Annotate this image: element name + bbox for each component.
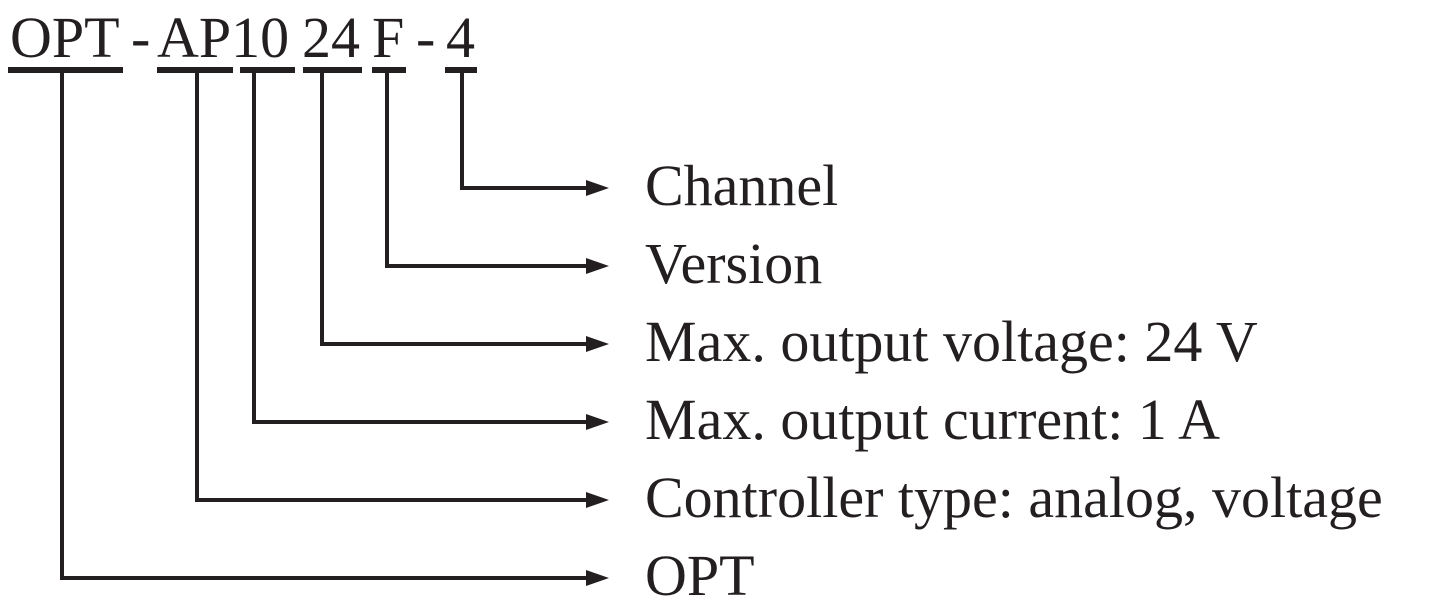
connector-vline-type [195,73,199,502]
arrowhead-icon [586,180,609,196]
connector-hline-current [252,420,588,424]
code-segment-channel: 4 [446,5,475,70]
code-separator: - [131,5,151,70]
connector-vline-voltage [320,73,324,346]
legend-label-current: Max. output current: 1 A [645,387,1221,452]
connector-vline-version [385,73,389,268]
code-underline-type [157,67,233,73]
code-underline-voltage [303,67,362,73]
code-segment-voltage: 24 [302,5,360,70]
arrowhead-icon [586,258,609,274]
legend-label-type: Controller type: analog, voltage [645,465,1383,530]
connector-hline-voltage [320,342,588,346]
legend-label-channel: Channel [645,153,839,218]
code-segment-type: AP10 [157,5,290,70]
code-segment-opt: OPT [10,5,120,70]
legend-label-opt: OPT [645,543,755,608]
legend-label-voltage: Max. output voltage: 24 V [645,309,1258,374]
arrowhead-icon [586,492,609,508]
arrowhead-icon [586,336,609,352]
code-underline-channel [445,67,477,73]
connector-hline-version [385,264,588,268]
connector-vline-current [252,73,256,424]
legend-label-version: Version [645,231,823,296]
connector-hline-opt [60,576,588,580]
code-underline-version [372,67,406,73]
code-segment-version: F [372,5,405,70]
arrowhead-icon [586,414,609,430]
connector-hline-channel [460,186,588,190]
connector-vline-channel [460,73,464,190]
code-underline-current [240,67,295,73]
code-separator: - [416,5,436,70]
connector-vline-opt [60,73,64,580]
arrowhead-icon [586,570,609,586]
connector-hline-type [195,498,588,502]
code-underline-opt [8,67,123,73]
